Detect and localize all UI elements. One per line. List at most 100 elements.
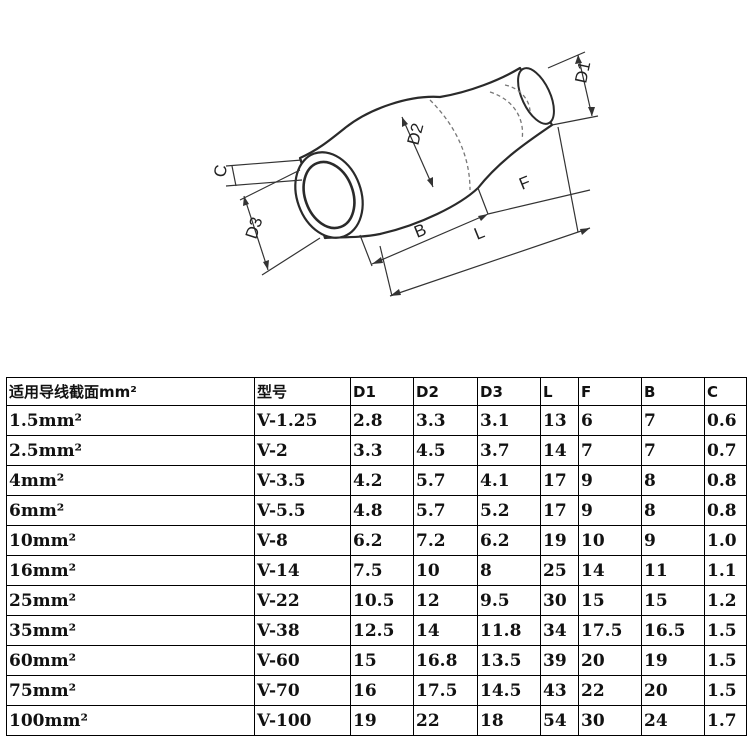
- label-c: C: [210, 163, 231, 178]
- dimension-lines: [225, 51, 599, 297]
- table-cell: V-38: [254, 615, 351, 646]
- table-cell: 14.5: [477, 675, 541, 706]
- table-cell: 100mm²: [6, 705, 255, 736]
- dimension-arrowheads: [243, 55, 595, 296]
- table-cell: 4.2: [350, 465, 414, 496]
- table-cell: 7: [641, 435, 705, 466]
- table-cell: 15: [350, 645, 414, 676]
- table-header-cell: B: [641, 377, 705, 406]
- table-cell: 17.5: [578, 615, 642, 646]
- table-cell: 6mm²: [6, 495, 255, 526]
- table-cell: 9: [578, 465, 642, 496]
- table-cell: 39: [540, 645, 579, 676]
- table-cell: 9.5: [477, 585, 541, 616]
- table-cell: V-1.25: [254, 405, 351, 436]
- label-f: F: [516, 172, 533, 194]
- table-cell: 2.5mm²: [6, 435, 255, 466]
- table-cell: 10: [578, 525, 642, 556]
- table-cell: 60mm²: [6, 645, 255, 676]
- table-cell: 18: [477, 705, 541, 736]
- label-l: L: [471, 223, 487, 244]
- table-cell: 14: [413, 615, 478, 646]
- table-cell: 11.8: [477, 615, 541, 646]
- table-cell: 1.5: [704, 615, 747, 646]
- table-cell: 10mm²: [6, 525, 255, 556]
- table-cell: 16mm²: [6, 555, 255, 586]
- table-cell: 1.1: [704, 555, 747, 586]
- hidden-lines: [429, 84, 531, 191]
- table-cell: 9: [641, 525, 705, 556]
- table-cell: 8: [641, 465, 705, 496]
- table-cell: 15: [641, 585, 705, 616]
- table-header-cell: F: [578, 377, 642, 406]
- table-cell: 2.8: [350, 405, 414, 436]
- table-cell: 0.8: [704, 465, 747, 496]
- table-cell: 1.5: [704, 675, 747, 706]
- table-cell: 3.3: [350, 435, 414, 466]
- table-cell: 3.3: [413, 405, 478, 436]
- table-cell: 30: [578, 705, 642, 736]
- table-cell: 4mm²: [6, 465, 255, 496]
- table-cell: 19: [641, 645, 705, 676]
- table-cell: V-60: [254, 645, 351, 676]
- table-cell: 7.5: [350, 555, 414, 586]
- table-cell: 1.5mm²: [6, 405, 255, 436]
- table-cell: 1.7: [704, 705, 747, 736]
- table-header-cell: C: [704, 377, 747, 406]
- table-cell: 8: [477, 555, 541, 586]
- label-d3: D3: [242, 215, 267, 242]
- table-cell: 17: [540, 495, 579, 526]
- table-cell: V-70: [254, 675, 351, 706]
- table-cell: 3.1: [477, 405, 541, 436]
- table-cell: V-8: [254, 525, 351, 556]
- table-cell: 35mm²: [6, 615, 255, 646]
- table-cell: 17: [540, 465, 579, 496]
- table-cell: 16.5: [641, 615, 705, 646]
- table-cell: 20: [578, 645, 642, 676]
- table-header-cell: D2: [413, 377, 478, 406]
- table-cell: 5.7: [413, 465, 478, 496]
- table-cell: 30: [540, 585, 579, 616]
- table-cell: 22: [413, 705, 478, 736]
- table-cell: 54: [540, 705, 579, 736]
- table-cell: 9: [578, 495, 642, 526]
- table-cell: 4.8: [350, 495, 414, 526]
- table-cell: V-14: [254, 555, 351, 586]
- table-cell: 10.5: [350, 585, 414, 616]
- table-cell: 16: [350, 675, 414, 706]
- table-cell: V-2: [254, 435, 351, 466]
- table-cell: 14: [540, 435, 579, 466]
- terminal-body: [294, 66, 555, 240]
- table-cell: 6: [578, 405, 642, 436]
- table-cell: 20: [641, 675, 705, 706]
- table-cell: 34: [540, 615, 579, 646]
- table-cell: 1.2: [704, 585, 747, 616]
- table-cell: 19: [350, 705, 414, 736]
- table-cell: 4.5: [413, 435, 478, 466]
- table-cell: 0.7: [704, 435, 747, 466]
- table-cell: 6.2: [350, 525, 414, 556]
- table-cell: 15: [578, 585, 642, 616]
- table-header-cell: D1: [350, 377, 414, 406]
- table-cell: 12.5: [350, 615, 414, 646]
- table-cell: 75mm²: [6, 675, 255, 706]
- label-b: B: [411, 220, 429, 242]
- label-d2: D2: [404, 121, 428, 147]
- table-cell: 22: [578, 675, 642, 706]
- table-cell: V-22: [254, 585, 351, 616]
- table-cell: 25: [540, 555, 579, 586]
- table-cell: 24: [641, 705, 705, 736]
- table-cell: 5.2: [477, 495, 541, 526]
- table-cell: 3.7: [477, 435, 541, 466]
- table-cell: 7.2: [413, 525, 478, 556]
- table-cell: 11: [641, 555, 705, 586]
